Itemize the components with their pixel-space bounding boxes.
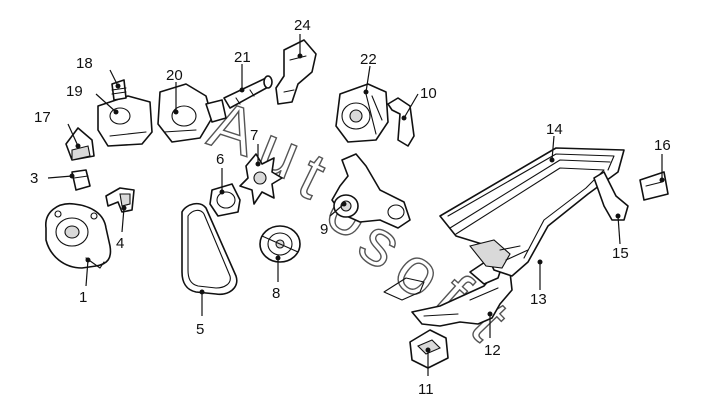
- callout-4: 4: [116, 235, 124, 252]
- elbow-fitting-part: [105, 187, 135, 213]
- fan-part: [239, 153, 283, 205]
- callout-3: 3: [30, 170, 38, 187]
- hose-part: [387, 97, 415, 147]
- thermostat-housing-part: [97, 79, 153, 147]
- drive-belt-part: [181, 202, 238, 296]
- callout-21: 21: [234, 49, 251, 66]
- coolant-pipe-part: [223, 75, 273, 109]
- leader-lines: [47, 34, 665, 376]
- callout-10: 10: [420, 85, 437, 102]
- callout-18: 18: [76, 55, 93, 72]
- callout-2: 12: [484, 342, 501, 359]
- tensioner-bracket-part: [331, 153, 411, 229]
- callout-9: 9: [320, 221, 328, 238]
- callout-5: 5: [196, 321, 204, 338]
- water-pump-part: [45, 203, 112, 269]
- callout-11: 11: [418, 381, 434, 398]
- callout-14: 14: [546, 121, 563, 138]
- rocker-bracket-part: [275, 39, 317, 105]
- callout-1: 1: [79, 289, 87, 306]
- callout-24: 24: [294, 17, 311, 34]
- callout-6: 6: [216, 151, 224, 168]
- callout-17: 17: [34, 109, 51, 126]
- cover-part: [639, 171, 669, 201]
- pulley-part: [209, 183, 241, 217]
- bracket-part: [65, 127, 95, 161]
- strut-part: [593, 171, 629, 221]
- crank-pulley-part: [259, 225, 301, 263]
- callout-8: 8: [272, 285, 280, 302]
- alternator-part: [335, 83, 389, 143]
- callout-7: 7: [250, 127, 258, 144]
- oil-pickup-part: [411, 259, 513, 327]
- callout-16: 16: [654, 137, 671, 154]
- coolant-housing-part: [157, 83, 227, 143]
- plug-part: [71, 169, 91, 191]
- callout-15: 15: [612, 245, 629, 262]
- callout-20: 20: [166, 67, 183, 84]
- callout-19: 19: [66, 83, 83, 100]
- oil-sump-part: [383, 147, 625, 301]
- callout-13: 13: [530, 291, 547, 308]
- callout-22: 22: [360, 51, 377, 68]
- callout-labels: 1 12 3 4 5 6 7 8 9 10 11 13 14 15 16 17 …: [30, 17, 671, 398]
